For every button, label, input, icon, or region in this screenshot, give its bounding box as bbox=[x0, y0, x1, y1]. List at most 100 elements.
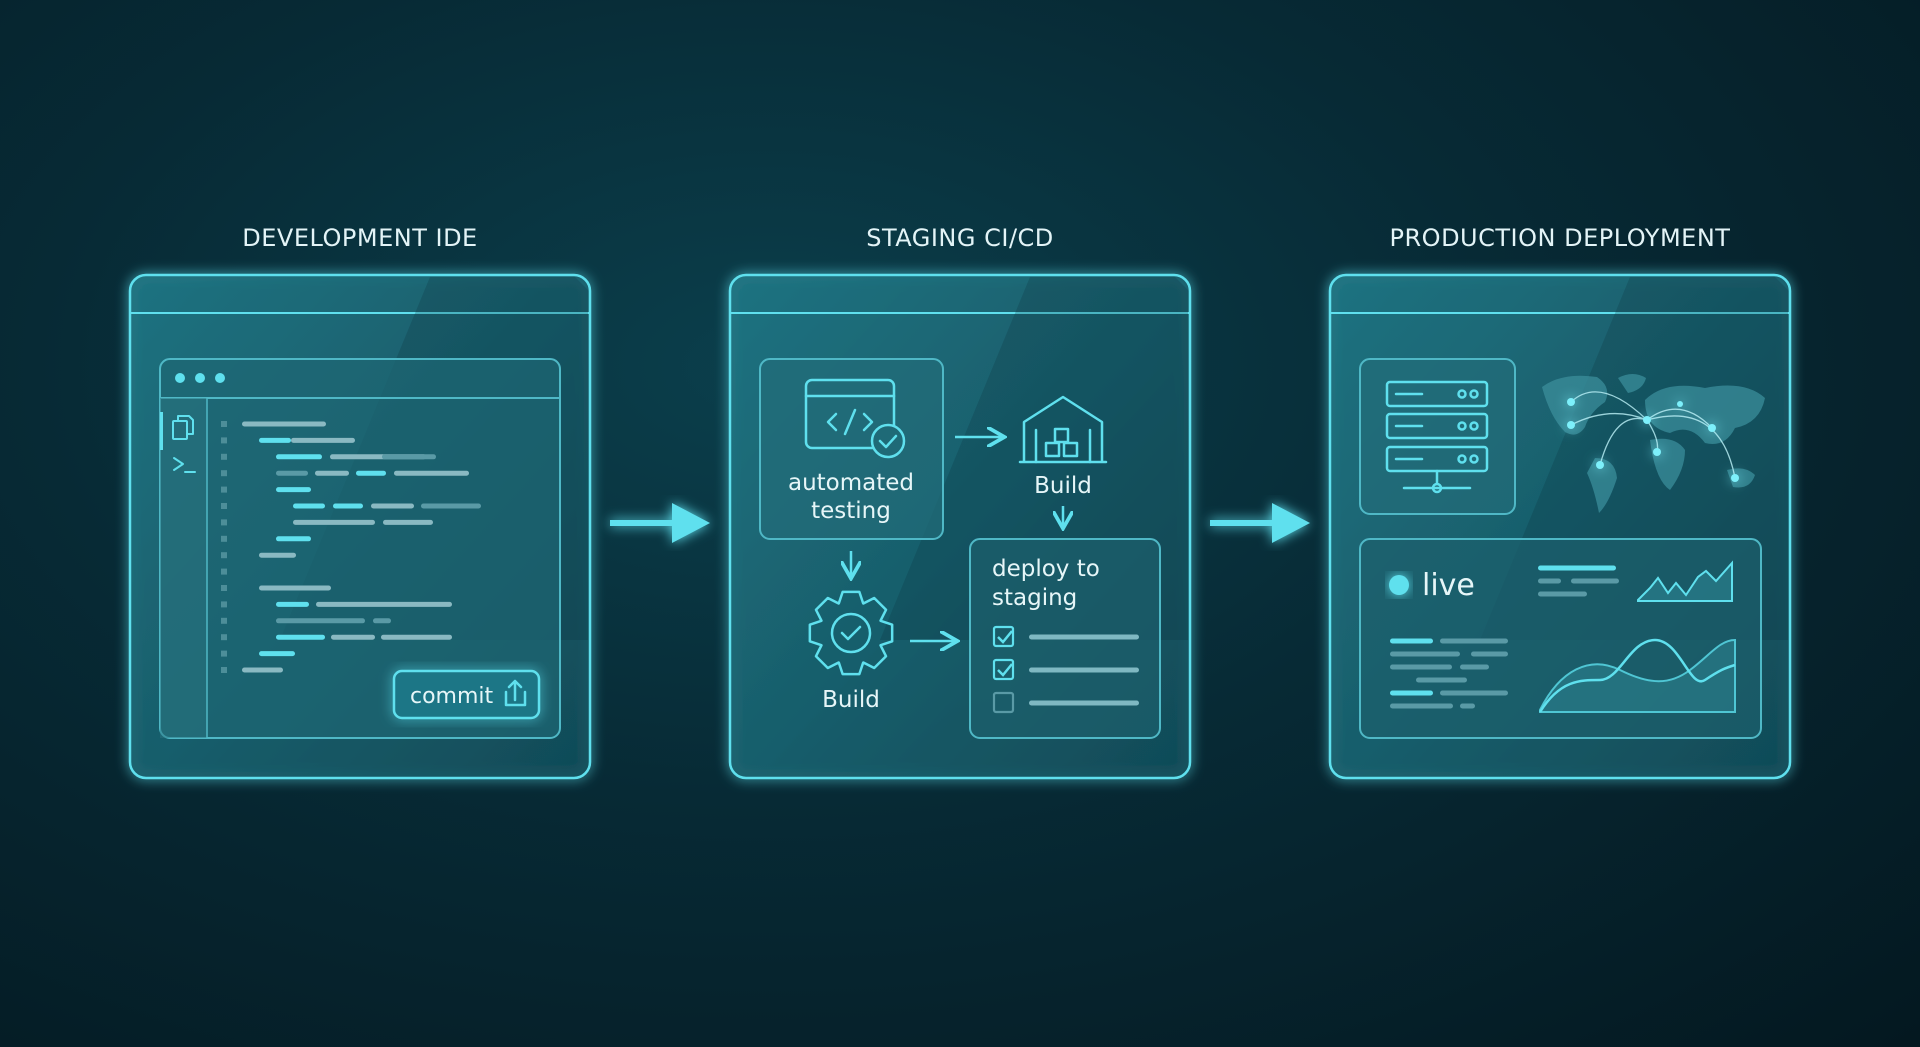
ide-window: commit bbox=[159, 358, 561, 739]
automated-testing-card: automated testing bbox=[759, 358, 944, 540]
line-marker bbox=[221, 634, 227, 641]
code-token bbox=[421, 503, 481, 509]
automated-testing-line2: testing bbox=[811, 498, 891, 524]
line-marker bbox=[221, 585, 227, 591]
line-marker bbox=[221, 650, 227, 657]
checkbox-checked[interactable] bbox=[992, 658, 1015, 681]
text-line bbox=[1390, 638, 1433, 644]
line-marker bbox=[221, 470, 227, 477]
text-line bbox=[1538, 591, 1587, 597]
text-line bbox=[1390, 703, 1453, 709]
text-line bbox=[1390, 651, 1460, 657]
code-token bbox=[316, 601, 452, 607]
automated-testing-line1: automated bbox=[788, 470, 914, 496]
checkbox-checked[interactable] bbox=[992, 625, 1015, 648]
text-line bbox=[1538, 565, 1616, 571]
commit-button[interactable] bbox=[392, 669, 541, 720]
line-marker bbox=[221, 486, 227, 493]
deploy-to-staging-card: deploy to staging bbox=[969, 538, 1161, 739]
text-line bbox=[1571, 578, 1619, 584]
checklist-item bbox=[992, 691, 1139, 714]
build-label-bottom: Build bbox=[822, 687, 880, 713]
text-line bbox=[1460, 664, 1489, 670]
code-token bbox=[276, 601, 309, 607]
code-token bbox=[259, 651, 295, 657]
line-marker bbox=[221, 437, 227, 444]
text-line bbox=[1416, 677, 1467, 683]
code-token bbox=[259, 552, 296, 558]
window-dot bbox=[195, 373, 205, 383]
code-token bbox=[276, 487, 311, 493]
stage-title-development: DEVELOPMENT IDE bbox=[242, 224, 477, 252]
line-marker bbox=[221, 601, 227, 608]
code-token bbox=[276, 470, 308, 476]
warehouse-build-icon bbox=[1018, 395, 1108, 464]
sparkline-chart bbox=[1637, 560, 1733, 602]
text-line bbox=[1471, 651, 1508, 657]
code-token bbox=[259, 437, 291, 443]
line-marker bbox=[221, 667, 227, 673]
area-chart bbox=[1538, 638, 1736, 713]
code-token bbox=[242, 667, 283, 673]
code-token bbox=[373, 618, 391, 624]
stage-title-staging: STAGING CI/CD bbox=[866, 224, 1054, 252]
ide-sidebar bbox=[160, 398, 207, 738]
arrow-dev-to-staging bbox=[610, 503, 710, 543]
text-line bbox=[1440, 690, 1508, 696]
code-token bbox=[276, 536, 311, 542]
line-marker bbox=[221, 421, 227, 427]
line-marker bbox=[221, 519, 227, 526]
line-marker bbox=[221, 617, 227, 624]
terminal-icon[interactable] bbox=[173, 457, 196, 473]
stage-title-production: PRODUCTION DEPLOYMENT bbox=[1390, 224, 1731, 252]
text-line bbox=[1460, 703, 1475, 709]
code-token bbox=[293, 519, 375, 525]
code-token bbox=[276, 454, 322, 460]
gear-check-icon bbox=[808, 590, 894, 676]
checkbox-unchecked[interactable] bbox=[992, 691, 1015, 714]
code-token bbox=[371, 503, 414, 509]
code-token bbox=[259, 585, 331, 591]
code-token bbox=[276, 634, 325, 640]
code-token bbox=[381, 634, 452, 640]
live-status-dot bbox=[1389, 575, 1409, 595]
window-dot bbox=[215, 373, 225, 383]
code-token bbox=[331, 634, 375, 640]
code-token bbox=[383, 519, 433, 525]
live-dashboard-card: live bbox=[1359, 538, 1762, 739]
line-marker bbox=[221, 503, 227, 509]
code-token bbox=[293, 503, 325, 509]
text-line bbox=[1538, 578, 1561, 584]
server-card bbox=[1359, 358, 1516, 515]
code-token bbox=[382, 454, 436, 460]
checklist-item bbox=[992, 658, 1139, 681]
server-rack-icon bbox=[1385, 380, 1489, 494]
line-marker bbox=[221, 568, 227, 575]
line-marker bbox=[221, 453, 227, 460]
world-map-icon bbox=[1542, 374, 1765, 513]
live-status-label: live bbox=[1422, 568, 1475, 603]
upload-icon bbox=[504, 679, 527, 707]
checklist-item bbox=[992, 625, 1139, 648]
build-label-top: Build bbox=[1034, 473, 1092, 499]
line-marker bbox=[221, 535, 227, 542]
code-token bbox=[291, 437, 355, 443]
arrow-staging-to-production bbox=[1210, 503, 1310, 543]
code-token bbox=[242, 421, 326, 427]
code-check-icon bbox=[804, 378, 906, 459]
text-line bbox=[1390, 690, 1433, 696]
commit-button-label: commit bbox=[410, 684, 494, 709]
code-token bbox=[333, 503, 363, 509]
window-dot bbox=[175, 373, 185, 383]
deploy-line2: staging bbox=[992, 585, 1077, 611]
text-line bbox=[1390, 664, 1452, 670]
deploy-line1: deploy to bbox=[992, 556, 1100, 582]
code-token bbox=[356, 470, 386, 476]
files-icon[interactable] bbox=[172, 415, 194, 440]
line-marker bbox=[221, 552, 227, 559]
code-token bbox=[276, 618, 365, 624]
text-line bbox=[1440, 638, 1508, 644]
code-token bbox=[315, 470, 349, 476]
code-token bbox=[394, 470, 469, 476]
